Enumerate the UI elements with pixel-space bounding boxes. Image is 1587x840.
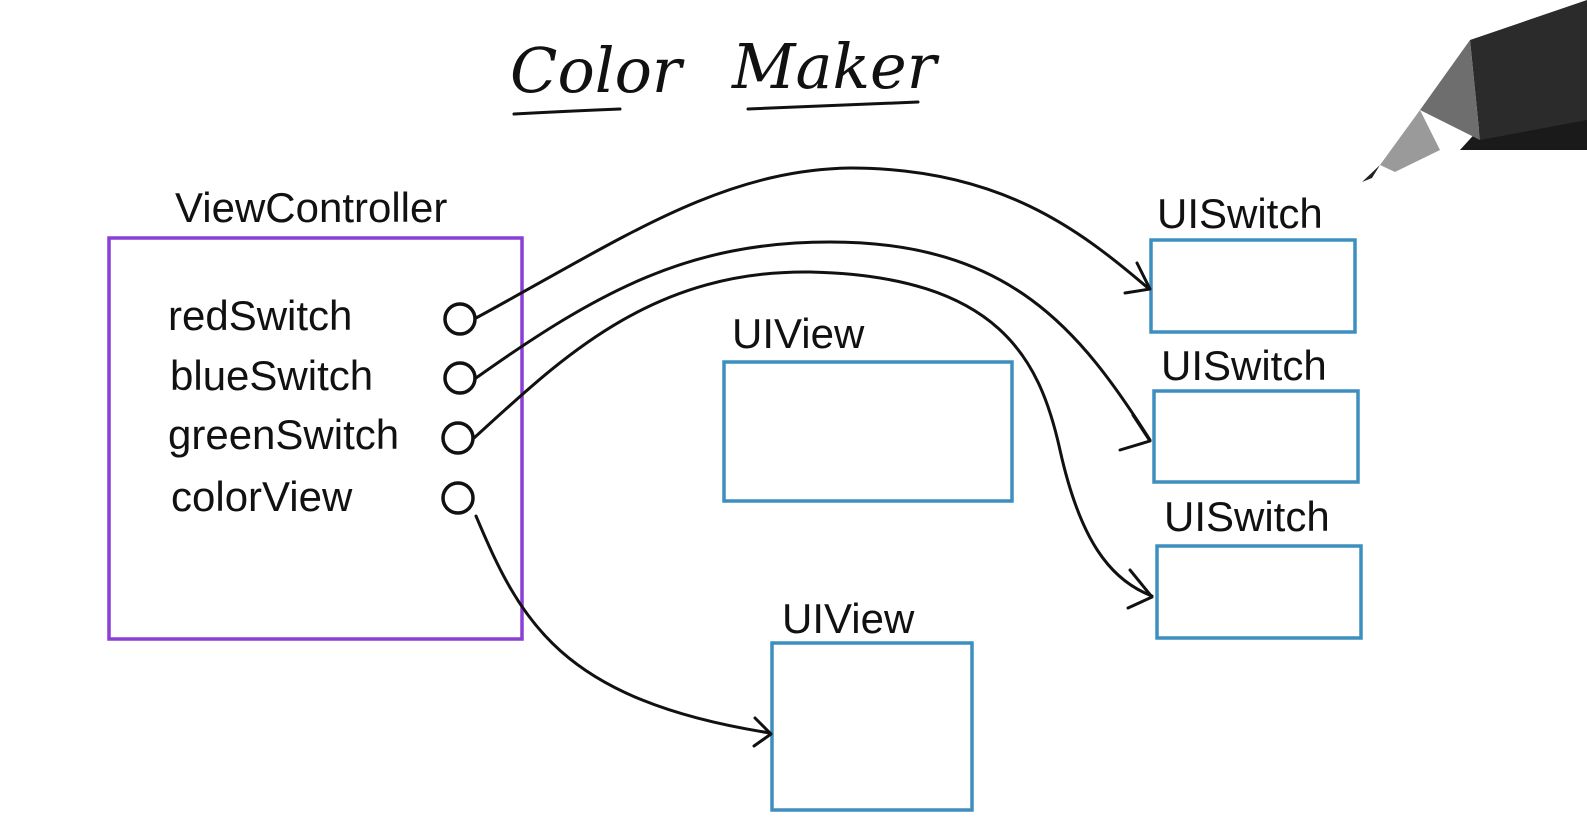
outlet-row: redSwitch xyxy=(168,292,477,339)
arrowhead-icon xyxy=(1123,261,1152,295)
arrowhead-icon xyxy=(1126,568,1154,610)
switch-label: UISwitch xyxy=(1161,342,1327,389)
switch-box xyxy=(1149,238,1357,334)
title-underline-color xyxy=(512,107,622,116)
view-node: UIView xyxy=(722,310,1014,503)
outlet-connector[interactable] xyxy=(441,421,475,455)
title: Color Maker xyxy=(510,30,940,116)
pen-icon xyxy=(1362,0,1587,182)
connection-line xyxy=(472,270,1154,598)
outlet-label: blueSwitch xyxy=(170,352,373,399)
view-node: UIView xyxy=(770,595,974,812)
switch-box xyxy=(1155,544,1363,640)
connection-line xyxy=(474,240,1152,442)
connections xyxy=(472,166,1154,748)
view-controller-box xyxy=(107,236,524,641)
view-controller-label: ViewController xyxy=(175,184,447,231)
switch-node: UISwitch xyxy=(1155,493,1363,640)
switch-node: UISwitch xyxy=(1152,342,1360,484)
view-label: UIView xyxy=(782,595,915,642)
outlet-connector[interactable] xyxy=(441,481,475,515)
outlet-connector[interactable] xyxy=(443,302,477,336)
view-box xyxy=(722,360,1014,503)
outlet-row: greenSwitch xyxy=(168,411,475,458)
outlet-label: greenSwitch xyxy=(168,411,399,458)
title-word-maker: Maker xyxy=(731,30,940,103)
outlet-label: redSwitch xyxy=(168,292,352,339)
view-box xyxy=(770,641,974,812)
title-underline-maker xyxy=(746,100,920,111)
switch-box xyxy=(1152,389,1360,484)
switch-node: UISwitch xyxy=(1149,190,1357,334)
connection-line xyxy=(474,166,1150,320)
arrowhead-icon xyxy=(1118,413,1152,452)
arrowhead-icon xyxy=(752,716,773,748)
outlet-label: colorView xyxy=(171,473,353,520)
outlet-row: colorView xyxy=(171,473,475,520)
switch-label: UISwitch xyxy=(1157,190,1323,237)
view-controller: ViewController redSwitch blueSwitch gree… xyxy=(107,184,524,641)
connection-line xyxy=(474,514,772,735)
outlet-connector[interactable] xyxy=(443,361,477,395)
switch-label: UISwitch xyxy=(1164,493,1330,540)
title-word-color: Color xyxy=(510,34,685,107)
outlet-row: blueSwitch xyxy=(170,352,477,399)
view-label: UIView xyxy=(732,310,865,357)
